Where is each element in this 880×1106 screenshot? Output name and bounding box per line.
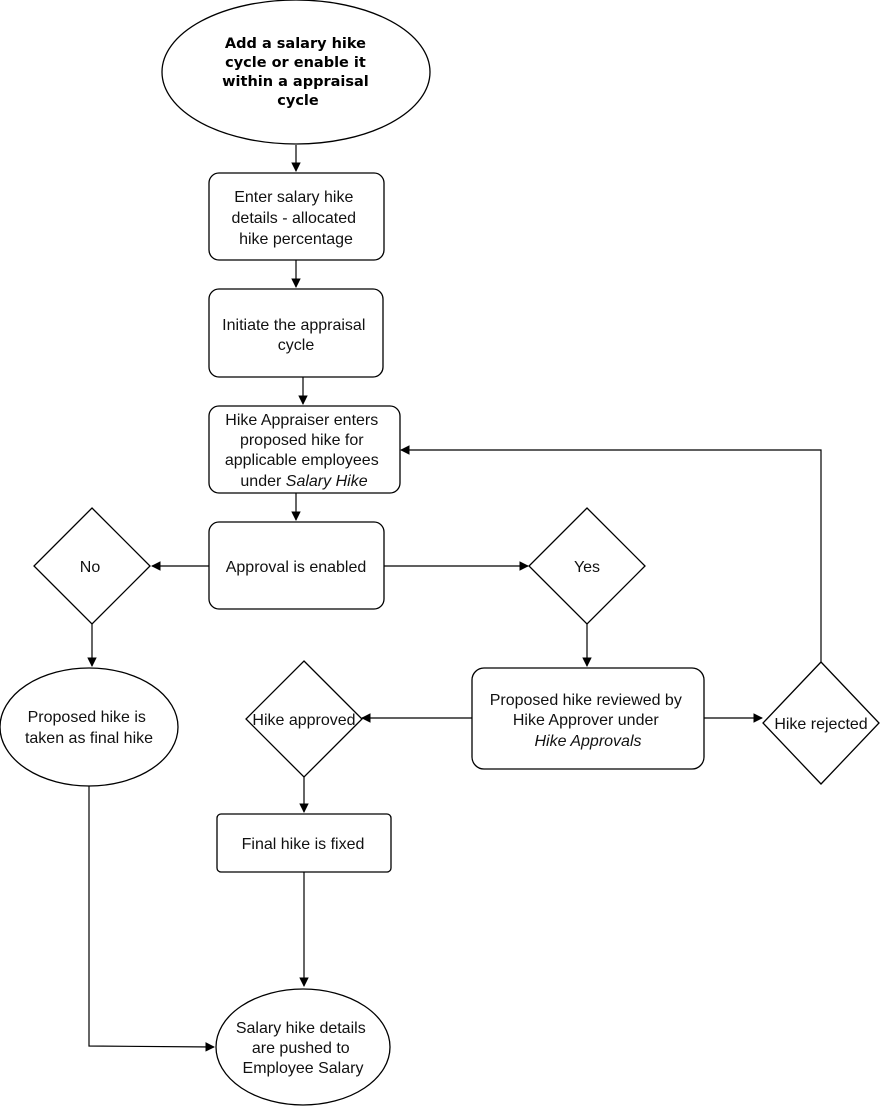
edge-proposed-final-to-pushed [88,786,215,1052]
enter-details-line-2: details - allocated [232,210,357,227]
enter-details-line-1: Enter salary hike [234,189,353,206]
appraiser-line-4: under Salary Hike [240,473,367,490]
svg-text:Initiate the appraisal c: Initiate the appraisal cycle [222,317,370,354]
start-node-line-1: Add a salary hike [225,36,366,52]
initiate-line-1: Initiate the appraisal [222,317,365,334]
proposed-final-line-2: taken as final hike [25,730,153,747]
appraiser-line-4-prefix: under [240,473,285,490]
approval-enabled-label: Approval is enabled [226,559,367,576]
final-fixed-node: Final hike is fixed [216,813,392,873]
pushed-line-2: are pushed to [252,1040,350,1057]
start-node-line-3: within a appraisal [222,74,369,90]
initiate-line-2: cycle [278,337,315,354]
proposed-final-node: Proposed hike is taken as final hike [0,667,179,787]
appraiser-line-2: proposed hike for [240,432,364,449]
edges [87,145,822,1052]
edge-rejected-to-appraiser [400,445,822,662]
reviewed-line-3: Hike Approvals [534,733,641,750]
svg-text:Add a salary hike cycle: Add a salary hike cycle or enable it wit… [222,36,374,109]
no-decision-node: No [33,507,151,625]
svg-text:Salary hike details are: Salary hike details are pushed to Employ… [236,1020,370,1077]
hike-rejected-node: Hike rejected [762,661,880,785]
svg-text:Proposed hike is taken a: Proposed hike is taken as final hike [25,709,153,747]
approval-enabled-node: Approval is enabled [208,521,385,610]
appraiser-line-4-italic: Salary Hike [286,473,368,490]
svg-text:Enter salary hike detail: Enter salary hike details - allocated hi… [232,189,361,248]
appraiser-line-3: applicable employees [225,452,379,469]
svg-text:Hike Appraiser enters pr: Hike Appraiser enters proposed hike for … [225,412,383,490]
hike-rejected-label: Hike rejected [774,716,867,733]
svg-text:Proposed hike reviewed by: Proposed hike reviewed by Hike Approver … [490,692,687,750]
pushed-line-1: Salary hike details [236,1020,366,1037]
final-fixed-label: Final hike is fixed [242,836,365,853]
reviewed-line-2: Hike Approver under [513,712,660,729]
start-node-line-4: cycle [277,93,319,109]
enter-details-node: Enter salary hike details - allocated hi… [208,172,385,261]
start-node: Add a salary hike cycle or enable it wit… [161,0,431,145]
yes-label: Yes [574,559,600,576]
hike-approved-node: Hike approved [245,660,363,778]
proposed-final-line-1: Proposed hike is [28,709,146,726]
hike-approved-label: Hike approved [252,712,355,729]
enter-details-line-3: hike percentage [239,231,353,248]
no-label: No [80,559,101,576]
reviewed-line-1: Proposed hike reviewed by [490,692,682,709]
start-node-line-2: cycle or enable it [225,55,366,71]
pushed-node: Salary hike details are pushed to Employ… [215,988,391,1106]
pushed-line-3: Employee Salary [243,1060,364,1077]
initiate-node: Initiate the appraisal cycle [208,288,384,378]
reviewed-node: Proposed hike reviewed by Hike Approver … [471,667,705,770]
appraiser-node: Hike Appraiser enters proposed hike for … [208,405,401,494]
appraiser-line-1: Hike Appraiser enters [225,412,378,429]
yes-decision-node: Yes [528,507,646,625]
